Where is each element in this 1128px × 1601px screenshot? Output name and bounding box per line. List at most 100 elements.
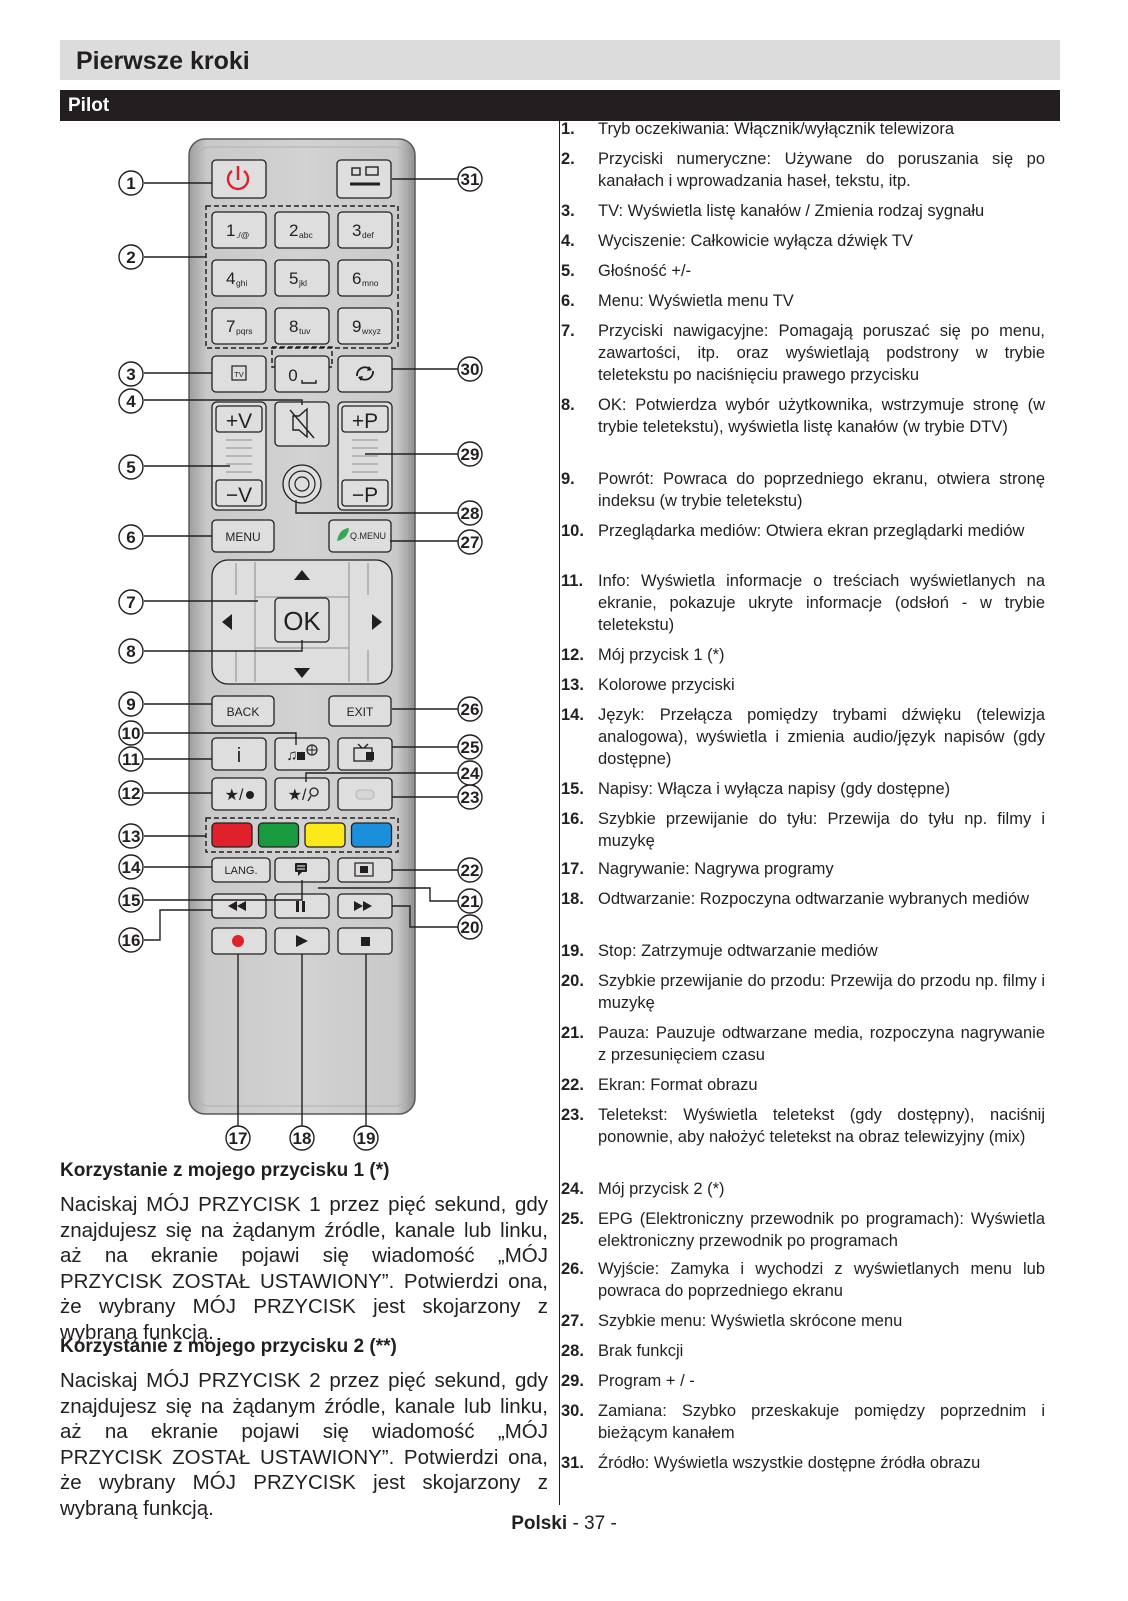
my-button-1-description: Naciskaj MÓJ PRZYCISK 1 przez pięć sekun… [60,1193,548,1344]
tv-button[interactable]: TV [211,355,267,393]
navigation-pad[interactable]: OK [211,559,393,685]
back-button-label: BACK [227,705,260,719]
callout-number: 30 [461,360,480,379]
epg-button[interactable] [337,737,393,771]
callout-number: 8 [126,642,135,661]
legend-item: 28.Brak funkcji [561,1340,1045,1362]
program-rocker[interactable]: +P −P [337,401,393,511]
callout-number: 5 [126,458,135,477]
callout-number: 4 [126,392,136,411]
column-divider [559,121,560,1505]
teletext-button[interactable] [337,777,393,811]
legend-item: 12.Mój przycisk 1 (*) [561,644,1045,666]
menu-button[interactable]: MENU [211,519,275,553]
color-keys-outline [205,817,399,853]
callout-24: 24 [457,760,483,786]
no-function-button[interactable] [282,464,322,504]
legend-text: Kolorowe przyciski [598,676,735,694]
legend-number: 17. [561,860,584,878]
volume-rocker[interactable]: +V −V [211,401,267,511]
digit-label: 9 [352,317,361,336]
legend-text: Szybkie przewijanie do tyłu: Przewija do… [598,810,1045,850]
swap-button[interactable] [337,355,393,393]
back-button[interactable]: BACK [211,695,275,727]
legend-item: 26.Wyjście: Zamyka i wychodzi z wyświetl… [561,1258,1045,1302]
mute-button[interactable] [274,401,330,447]
callout-8: 8 [118,638,144,664]
fast-forward-button[interactable] [337,893,393,919]
digit-label: 5 [289,269,298,288]
legend-item: 22.Ekran: Format obrazu [561,1074,1045,1096]
screen-button[interactable] [337,857,393,883]
legend-text: Przeglądarka mediów: Otwiera ekran przeg… [598,522,1025,540]
quick-menu-button[interactable]: Q.MENU [328,519,392,553]
language-button[interactable]: LANG. [211,857,271,883]
my-button-2[interactable]: ★/ [274,777,330,811]
legend-item: 19.Stop: Zatrzymuje odtwarzanie mediów [561,940,1045,962]
legend-text: Mój przycisk 2 (*) [598,1180,725,1198]
callout-12: 12 [118,780,144,806]
callout-number: 21 [461,892,480,911]
legend-item: 9.Powrót: Powraca do poprzedniego ekranu… [561,468,1045,512]
digit-label: 7 [226,317,235,336]
red-color-button[interactable] [211,822,253,848]
ok-button[interactable]: OK [274,597,330,643]
info-button[interactable]: i [211,737,267,771]
exit-button[interactable]: EXIT [328,695,392,727]
legend-number: 1. [561,120,575,138]
zero-button[interactable]: 0 [274,355,330,393]
my-button-1[interactable]: ★/ [211,777,267,811]
digit-sublabel: ghi [236,278,247,288]
media-browser-button[interactable]: ♫ [274,737,330,771]
section-heading: Pilot [60,90,1060,121]
my-button-2-heading: Korzystanie z mojego przycisku 2 (**) [60,1336,397,1357]
legend-item: 11.Info: Wyświetla informacje o treściac… [561,570,1045,636]
callout-number: 7 [126,593,135,612]
callout-1: 1 [118,170,144,196]
play-button[interactable] [274,927,330,955]
callout-11: 11 [118,746,144,772]
digit-sublabel: jkl [298,278,307,288]
source-button[interactable] [336,159,392,199]
legend-number: 31. [561,1454,584,1472]
blue-color-button[interactable] [350,822,393,848]
legend-number: 27. [561,1312,584,1330]
record-button[interactable] [211,927,267,955]
power-button[interactable] [211,159,267,199]
digit-button-1[interactable]: 1./@ [211,211,267,249]
stop-button[interactable] [337,927,393,955]
legend-item: 18.Odtwarzanie: Rozpoczyna odtwarzanie w… [561,888,1045,910]
callout-16: 16 [118,927,144,953]
subtitles-button[interactable] [274,857,330,883]
page-number: - 37 - [567,1513,617,1534]
callout-number: 23 [461,788,480,807]
callout-number: 3 [126,365,135,384]
callout-25: 25 [457,734,483,760]
green-color-button[interactable] [257,822,300,848]
callout-6: 6 [118,524,144,550]
footer-language: Polski [511,1513,568,1534]
callout-number: 9 [126,695,135,714]
rewind-button[interactable] [211,893,267,919]
yellow-color-button[interactable] [304,822,346,848]
legend-number: 20. [561,972,584,990]
legend-number: 3. [561,202,575,220]
callout-number: 16 [122,931,141,950]
callout-number: 15 [122,891,141,910]
legend-text: Źródło: Wyświetla wszystkie dostępne źró… [598,1454,981,1472]
callout-number: 10 [122,724,141,743]
legend-item: 23.Teletekst: Wyświetla teletekst (gdy d… [561,1104,1045,1148]
fast-forward-icon [354,901,372,911]
legend-text: Tryb oczekiwania: Włącznik/wyłącznik tel… [598,120,955,138]
color-keys [211,822,393,848]
legend-number: 10. [561,522,584,540]
